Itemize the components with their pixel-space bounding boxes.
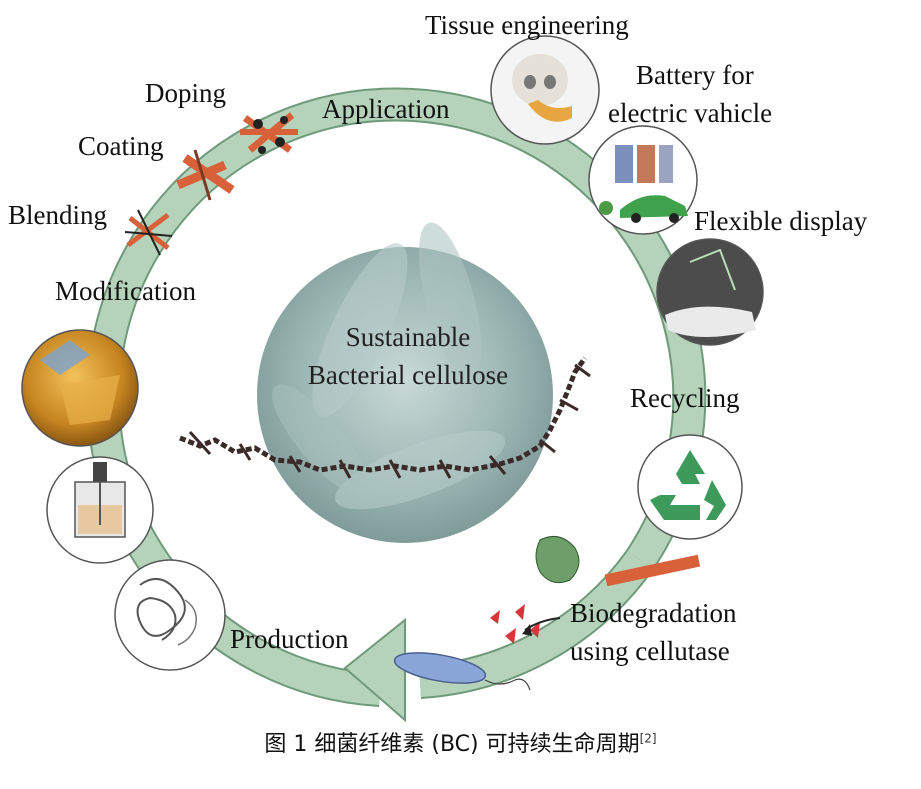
protein-structure-icon [114,559,226,671]
label-application: Application [322,94,450,124]
label-battery-line2: electric vahicle [608,98,773,128]
caption-reference[interactable]: [2] [639,731,657,746]
blending-fiber-icon [124,209,173,256]
label-doping: Doping [145,78,226,108]
caption-text: 图 1 细菌纤维素 (BC) 可持续生命周期 [264,732,640,757]
center-title-line2: Bacterial cellulose [307,360,509,390]
label-battery-line1: Battery for [636,60,754,90]
label-recycling: Recycling [630,383,740,413]
recycle-icon [637,434,743,540]
label-production: Production [230,624,349,654]
flexible-display-icon [656,238,764,346]
skull-icon [490,35,600,145]
cellulase-enzyme-icon [490,535,701,644]
battery-car-icon [588,125,698,235]
bacterium-icon [393,652,531,691]
bioreactor-icon [46,456,154,564]
center-title: Sustainable Bacterial cellulose [258,318,558,394]
label-biodegradation-line2: using cellutase [570,636,730,666]
bc-film-icon [21,329,139,447]
label-flexible-display: Flexible display [694,206,868,236]
label-modification: Modification [55,276,196,306]
label-tissue-engineering: Tissue engineering [425,10,629,40]
label-blending: Blending [8,200,107,230]
label-coating: Coating [78,131,164,161]
cellulose-chain [179,356,588,473]
coating-fiber-icon [176,149,235,201]
figure-caption: 图 1 细菌纤维素 (BC) 可持续生命周期[2] [0,726,921,758]
center-title-line1: Sustainable [345,322,471,352]
label-biodegradation-line1: Biodegradation [570,598,737,628]
doping-fiber-icon [240,112,298,154]
